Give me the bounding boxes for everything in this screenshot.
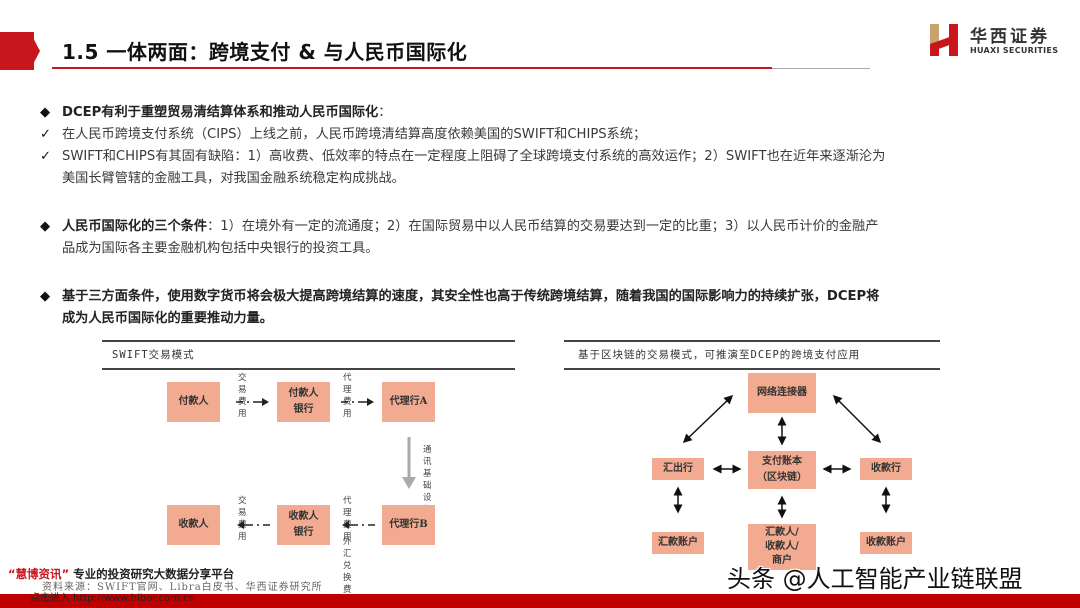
source-note: 资料来源：SWIFT官网、Libra白皮书、华西证券研究所 (42, 582, 323, 593)
logo-name-cn: 华西证券 (970, 27, 1050, 47)
diamond-bullet-icon: ◆ (40, 219, 51, 234)
box-parties: 汇款人/ 收款人/ 商户 (748, 524, 816, 570)
company-logo: 华西证券 HUAXI SECURITIES (930, 22, 1070, 62)
title-tab (0, 32, 34, 70)
box-network-connector: 网络连接器 (748, 373, 816, 413)
box-remit-bank: 汇出行 (652, 458, 704, 480)
figure-rule-top (102, 340, 515, 342)
checkmark-icon: ✓ (40, 149, 52, 164)
box-agent-a: 代理行A (382, 382, 435, 422)
title-tab-tip (30, 32, 40, 70)
label-fee-bot1: 交易 费用 (238, 496, 247, 542)
dash-dot-arrow-left-icon (342, 521, 375, 529)
box-receive-account: 收款账户 (860, 532, 912, 554)
figure-rule-top (564, 340, 940, 342)
dash-dot-arrow-right-icon (341, 398, 374, 406)
label-fee-top2: 代理 费用 (343, 373, 352, 419)
huaxi-logo-icon (930, 24, 958, 56)
hibor-watermark: “慧博资讯” 专业的投资研究大数据分享平台 (8, 567, 235, 581)
section1-heading: ◆DCEP有利于重塑贸易清结算体系和推动人民币国际化： (40, 102, 391, 124)
box-payer-bank: 付款人 银行 (277, 382, 330, 422)
section1-item: ✓在人民币跨境支付系统（CIPS）上线之前，人民币跨境清结算高度依赖美国的SWI… (40, 124, 646, 146)
box-payer: 付款人 (167, 382, 220, 422)
footer-bar (0, 594, 1080, 608)
blockchain-figure-title: 基于区块链的交易模式，可推演至DCEP的跨境支付应用 (578, 349, 861, 361)
label-fee-top1: 交易 费用 (238, 373, 247, 419)
box-payee: 收款人 (167, 505, 220, 545)
checkmark-icon: ✓ (40, 127, 52, 142)
logo-name-en: HUAXI SECURITIES (970, 46, 1059, 55)
section2-continued: 品成为国际各主要金融机构包括中央银行的投资工具。 (62, 241, 379, 256)
hibor-link[interactable]: 点击进入 http://www.hibor.com.cn (30, 593, 195, 604)
figure-rule-bottom (564, 368, 940, 370)
section3-line: ◆基于三方面条件，使用数字货币将会极大提高跨境结算的速度，其安全性也高于传统跨境… (40, 286, 879, 308)
title-divider (52, 67, 772, 69)
gray-down-arrow-icon (402, 437, 416, 489)
dash-dot-arrow-left-icon (237, 521, 270, 529)
page-title: 1.5 一体两面：跨境支付 & 与人民币国际化 (62, 40, 468, 64)
section2-heading: ◆人民币国际化的三个条件：1）在境外有一定的流通度；2）在国际贸易中以人民币结算… (40, 216, 878, 238)
box-remit-account: 汇款账户 (652, 532, 704, 554)
toutiao-watermark: 头条 @人工智能产业链联盟 (727, 565, 1023, 593)
section3-continued: 成为人民币国际化的重要推动力量。 (62, 311, 273, 326)
swift-figure-title: SWIFT交易模式 (112, 349, 195, 361)
box-payment-ledger: 支付账本 （区块链） (748, 451, 816, 489)
figure-rule-bottom (102, 368, 515, 370)
diamond-bullet-icon: ◆ (40, 289, 51, 304)
box-agent-b: 代理行B (382, 505, 435, 545)
box-payee-bank: 收款人 银行 (277, 505, 330, 545)
box-receive-bank: 收款行 (860, 458, 912, 480)
section1-item-continued: 美国长臂管辖的金融工具，对我国金融系统稳定构成挑战。 (62, 171, 405, 186)
section1-item: ✓SWIFT和CHIPS有其固有缺陷：1）高收费、低效率的特点在一定程度上阻碍了… (40, 146, 885, 168)
dash-dot-arrow-right-icon (236, 398, 269, 406)
diamond-bullet-icon: ◆ (40, 105, 51, 120)
title-divider-gray (772, 68, 870, 69)
